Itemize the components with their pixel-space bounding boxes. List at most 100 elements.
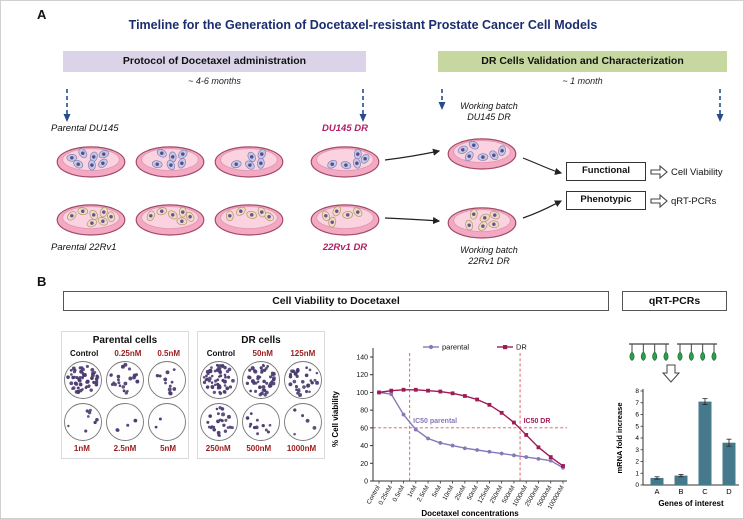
svg-text:Genes of interest: Genes of interest xyxy=(658,499,724,508)
dashed-timeline-arrow xyxy=(66,89,721,114)
parental-bottom-labels: 1nM 2.5nM 5nM xyxy=(62,444,188,453)
svg-text:10nM: 10nM xyxy=(441,485,455,502)
validation-duration: ~ 1 month xyxy=(562,76,603,86)
svg-text:D: D xyxy=(726,487,732,496)
svg-text:2: 2 xyxy=(635,459,639,466)
svg-text:DR: DR xyxy=(516,343,527,352)
concentration-label: 1nM xyxy=(73,444,90,453)
cell-viability-output: Cell Viability xyxy=(671,167,723,178)
dr-cells-title: DR cells xyxy=(241,335,281,346)
parental-cells-title: Parental cells xyxy=(92,335,158,346)
svg-text:4: 4 xyxy=(635,435,639,442)
svg-text:120: 120 xyxy=(356,372,368,379)
svg-text:B: B xyxy=(678,487,683,496)
petri-dish xyxy=(106,403,144,441)
svg-text:parental: parental xyxy=(442,343,469,352)
concentration-label: 500nM xyxy=(246,444,272,453)
svg-text:0: 0 xyxy=(635,482,639,489)
svg-text:% Cell viability: % Cell viability xyxy=(331,390,340,447)
svg-text:0: 0 xyxy=(364,479,368,486)
svg-text:IC50 parental: IC50 parental xyxy=(413,418,457,425)
hollow-down-arrow-icon xyxy=(661,364,681,383)
petri-dish xyxy=(148,361,186,399)
concentration-label: Control xyxy=(206,349,236,358)
petri-dish xyxy=(200,403,238,441)
petri-dish xyxy=(242,403,280,441)
svg-text:Docetaxel concentrations: Docetaxel concentrations xyxy=(421,509,519,518)
figure-title: Timeline for the Generation of Docetaxel… xyxy=(128,18,598,32)
22rv1-dr-label: 22Rv1 DR xyxy=(322,242,368,253)
dish-working-du145 xyxy=(444,132,520,174)
dish-du145-2 xyxy=(132,140,208,182)
svg-text:25nM: 25nM xyxy=(454,485,468,502)
svg-text:100: 100 xyxy=(356,390,368,397)
working-batch-22rv1-label: Working batch 22Rv1 DR xyxy=(460,245,518,266)
svg-text:8: 8 xyxy=(635,388,639,395)
dr-top-dishes xyxy=(198,360,324,400)
hollow-right-arrow-icon xyxy=(650,194,668,208)
concentration-label: 125nM xyxy=(290,349,316,358)
panel-b-label: B xyxy=(37,274,47,289)
svg-text:60: 60 xyxy=(360,425,368,432)
petri-dish xyxy=(284,403,322,441)
concentration-label: 1000nM xyxy=(286,444,317,453)
dish-du145-dr xyxy=(307,140,383,182)
dish-22rv1-dr xyxy=(307,198,383,240)
petri-dish xyxy=(64,403,102,441)
svg-text:1: 1 xyxy=(635,470,639,477)
concentration-label: Control xyxy=(69,349,99,358)
svg-text:0.5nM: 0.5nM xyxy=(391,485,406,504)
concentration-label: 0.5nM xyxy=(157,349,181,358)
svg-text:IC50 DR: IC50 DR xyxy=(524,418,551,425)
concentration-label: 2.5nM xyxy=(113,444,137,453)
concentration-label: 50nM xyxy=(252,349,273,358)
petri-dish xyxy=(106,361,144,399)
svg-text:6: 6 xyxy=(635,412,639,419)
qrt-pcrs-output: qRT-PCRs xyxy=(671,196,717,207)
qpcr-probes-icon xyxy=(629,343,717,361)
du145-dr-label: DU145 DR xyxy=(322,123,368,134)
parental-top-dishes xyxy=(62,360,188,400)
svg-text:2.5nM: 2.5nM xyxy=(416,485,431,504)
qrtpcr-section-header: qRT-PCRs xyxy=(622,291,727,311)
petri-dish xyxy=(242,361,280,399)
parental-du145-label: Parental DU145 xyxy=(51,123,119,134)
dish-22rv1-1 xyxy=(53,198,129,240)
hollow-right-arrow-icon xyxy=(650,165,668,179)
dashed-arrowheads xyxy=(63,102,724,122)
parental-22rv1-label: Parental 22Rv1 xyxy=(51,242,117,253)
protocol-duration: ~ 4-6 months xyxy=(188,76,241,86)
svg-text:3: 3 xyxy=(635,447,639,454)
phenotypic-box: Phenotypic xyxy=(566,191,646,210)
validation-phase-header: DR Cells Validation and Characterization xyxy=(438,51,727,72)
protocol-phase-header: Protocol of Docetaxel administration xyxy=(63,51,366,72)
dish-22rv1-3 xyxy=(211,198,287,240)
dish-22rv1-2 xyxy=(132,198,208,240)
functional-box: Functional xyxy=(566,162,646,181)
dish-du145-3 xyxy=(211,140,287,182)
svg-text:40: 40 xyxy=(360,443,368,450)
svg-text:mRNA fold increase: mRNA fold increase xyxy=(615,403,624,474)
concentration-label: 5nM xyxy=(160,444,177,453)
dish-du145-1 xyxy=(53,140,129,182)
svg-text:C: C xyxy=(702,487,708,496)
svg-text:7: 7 xyxy=(635,400,639,407)
svg-text:5: 5 xyxy=(635,423,639,430)
petri-dish xyxy=(64,361,102,399)
parental-bottom-dishes xyxy=(62,402,188,442)
petri-dish xyxy=(200,361,238,399)
parental-cells-group: Parental cells Control 0.25nM 0.5nM 1nM 2.5… xyxy=(61,331,189,459)
svg-text:20: 20 xyxy=(360,461,368,468)
dr-bottom-dishes xyxy=(198,402,324,442)
petri-dish xyxy=(148,403,186,441)
svg-text:80: 80 xyxy=(360,408,368,415)
panel-a-label: A xyxy=(37,7,47,22)
concentration-label: 0.25nM xyxy=(114,349,142,358)
svg-text:140: 140 xyxy=(356,355,368,362)
dish-working-22rv1 xyxy=(444,201,520,243)
petri-dish xyxy=(284,361,322,399)
svg-text:A: A xyxy=(654,487,659,496)
